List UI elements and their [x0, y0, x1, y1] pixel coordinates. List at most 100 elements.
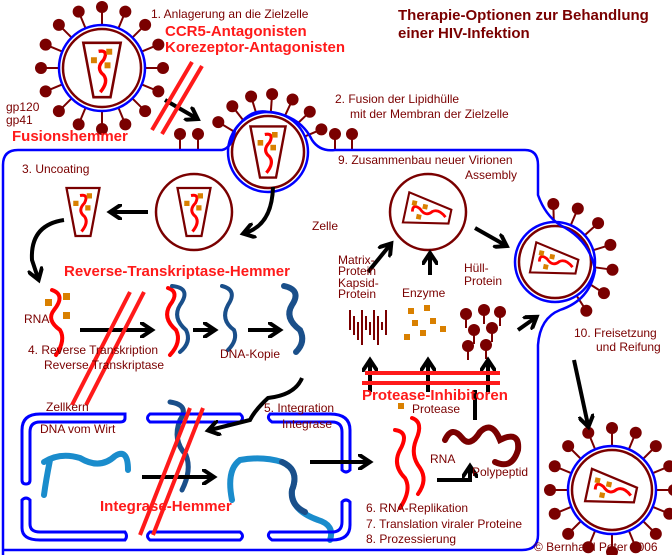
step-9-label: 9. Zusammenbau neuer Virionen	[338, 153, 513, 167]
gp41-stalk	[79, 107, 87, 122]
gp120-knob	[226, 100, 239, 113]
gp120-knob	[266, 88, 279, 101]
virion-matrix	[61, 27, 143, 109]
gp120-knob	[562, 440, 575, 453]
gp120-knob	[547, 198, 560, 211]
ccr5-antagonists-label: CCR5-Antagonisten	[165, 23, 307, 40]
host-dna-label: DNA vom Wirt	[40, 422, 116, 436]
step-2-label-2: mit der Membran der Zielzelle	[350, 107, 509, 121]
viral-rna	[97, 49, 108, 94]
gp120-knob	[119, 5, 132, 18]
protease-label: Protease	[412, 402, 460, 416]
gp120-knob	[329, 128, 341, 140]
gp120-knob	[303, 105, 316, 118]
gp41-label: gp41	[6, 113, 33, 127]
capsid-label-2: Protein	[338, 287, 376, 301]
gp120-knob	[629, 426, 642, 439]
gp120-knob	[592, 217, 605, 230]
step-4-label: 4. Reverse Transkription	[28, 343, 158, 357]
polypeptide-chain	[442, 424, 522, 468]
gp120-knob	[663, 460, 672, 473]
enzyme-dot	[104, 62, 111, 69]
enzyme-dot	[106, 48, 113, 55]
integrated-dna	[227, 455, 335, 543]
gp120-knob	[119, 118, 132, 131]
nucleus	[20, 412, 352, 542]
gp120-knob	[245, 90, 258, 103]
viral-rna	[264, 132, 273, 174]
gp41-stalk	[642, 520, 654, 532]
protease-dot	[398, 403, 404, 409]
gp120-knob	[548, 460, 561, 473]
enzyme-dot	[184, 200, 190, 206]
gp120-knob	[606, 546, 618, 555]
gp120-knob	[212, 116, 225, 129]
gp120-knob	[606, 422, 618, 434]
gp41-stalk	[594, 266, 609, 271]
enzyme-dot	[85, 205, 91, 211]
matrix-label-2: Protein	[338, 264, 376, 278]
enzyme-dot	[411, 200, 418, 206]
capsid-outline	[176, 186, 212, 238]
enzyme-dot	[549, 253, 556, 260]
gp120-knob	[571, 202, 584, 215]
step-4-label-2: Reverse Transkriptase	[44, 358, 164, 372]
gp120-knob	[548, 507, 561, 520]
capsid-label-1: Kapsid-	[338, 276, 379, 290]
host-dna-end	[41, 457, 53, 498]
matrix-label-1: Matrix-	[338, 253, 375, 267]
enzyme-particle	[424, 305, 430, 311]
gp41-stalk	[588, 530, 597, 544]
gp120-knob	[152, 38, 165, 51]
capsid-outline	[248, 125, 288, 179]
arrow-assembly	[474, 226, 505, 245]
arrow-release	[516, 318, 535, 332]
gp41-stalk	[269, 98, 273, 113]
enzyme-dot	[598, 492, 606, 499]
gp41-stalk	[48, 83, 63, 91]
enzyme-dot	[415, 213, 422, 220]
rna-copy	[393, 428, 410, 510]
gp120-knob	[152, 85, 165, 98]
rna-label: RNA	[24, 312, 49, 326]
gp41-stalk	[588, 436, 597, 450]
arrow-mature	[572, 359, 588, 425]
gp41-stalk	[570, 448, 582, 460]
step-5-label-2: Integrase	[282, 417, 332, 431]
gp41-stalk	[117, 107, 125, 122]
step-10-label-2: und Reifung	[596, 340, 661, 354]
gp120-knob	[315, 123, 328, 136]
enzyme-dot	[196, 205, 202, 211]
arrow-matrix-up	[366, 245, 390, 274]
enzyme-dot	[63, 312, 70, 319]
step-10-label: 10. Freisetzung	[574, 326, 657, 340]
enzyme-dot	[272, 132, 278, 138]
enzyme-dot	[538, 250, 545, 256]
gp120-knob	[96, 1, 108, 13]
gp41-stalk	[558, 466, 572, 475]
arrow-to-rna	[32, 218, 65, 278]
gp41-stalk	[221, 123, 235, 133]
gp120-knob	[52, 18, 65, 31]
gp41-stalk	[652, 466, 666, 475]
capsid-cone	[65, 186, 101, 238]
gp41-stalk	[141, 45, 156, 53]
gp120-knob	[72, 5, 85, 18]
gp120-knob	[582, 426, 595, 439]
enzyme-dot	[73, 200, 79, 206]
gp41-stalk	[642, 448, 654, 460]
arrow-fusion-down	[245, 186, 275, 233]
enzyme-dot	[197, 193, 203, 199]
virion-matrix	[517, 224, 593, 300]
gp120-knob	[649, 440, 662, 453]
capsid-cone	[81, 41, 123, 99]
enzyme-particle	[440, 326, 446, 332]
gp120-knob	[544, 484, 556, 496]
dna-copy-single	[220, 284, 238, 352]
title-line-2: einer HIV-Infektion	[398, 25, 530, 42]
enzyme-dot	[63, 293, 70, 300]
gp41-stalk	[304, 130, 319, 138]
enzyme-dot	[257, 140, 264, 146]
enzyme-particle	[412, 320, 418, 326]
gp41-stalk	[60, 97, 73, 110]
